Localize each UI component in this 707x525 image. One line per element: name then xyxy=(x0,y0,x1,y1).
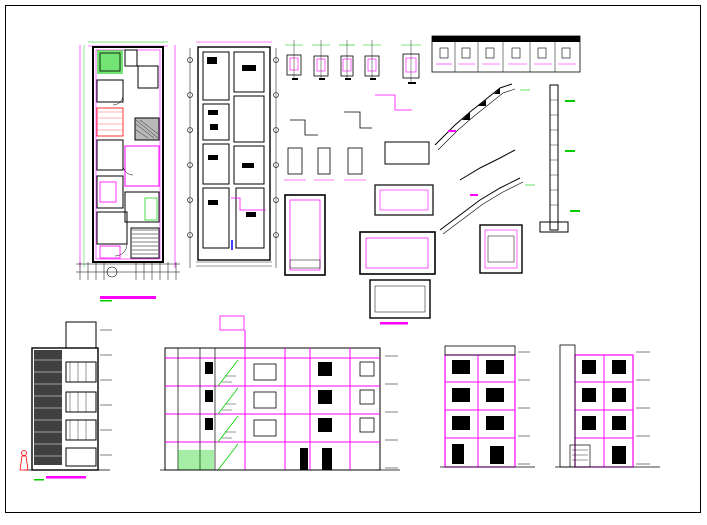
rear-elevation xyxy=(440,345,535,468)
footing-details xyxy=(284,40,421,181)
floor-plan-architectural xyxy=(76,41,180,302)
column-elevation-detail xyxy=(539,84,580,233)
side-section xyxy=(555,344,660,468)
longitudinal-section xyxy=(160,315,400,471)
structural-schedule-table xyxy=(431,35,581,73)
front-elevation xyxy=(19,321,112,481)
stair-section-detail xyxy=(434,83,535,235)
tank-section-detail xyxy=(284,141,523,325)
sheet-border xyxy=(5,5,701,513)
floor-plan-structural xyxy=(187,41,279,268)
